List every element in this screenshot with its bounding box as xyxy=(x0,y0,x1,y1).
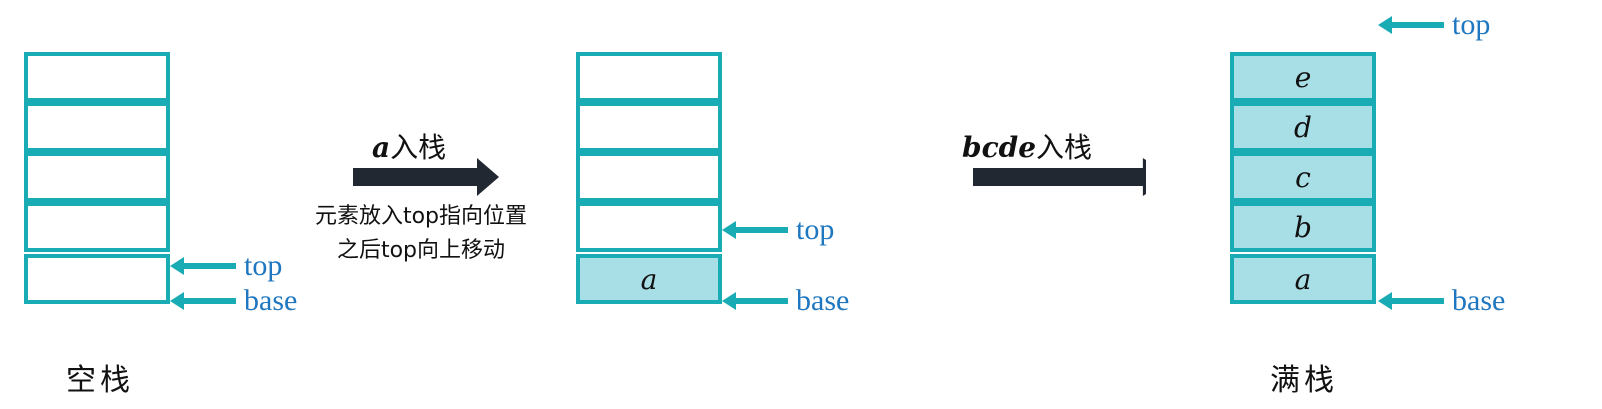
push-bcde-suffix: 入栈 xyxy=(1036,131,1093,164)
empty-stack xyxy=(24,52,170,304)
stack-cell: e xyxy=(1230,52,1376,102)
right-arrow-icon xyxy=(353,158,499,196)
base-pointer-label: base xyxy=(1452,284,1506,317)
push-note: 元素放入top指向位置 之后top向上移动 xyxy=(286,200,556,268)
empty-stack-caption: 空栈 xyxy=(66,363,134,398)
push-bcde-label: bcde入栈 xyxy=(962,126,1092,166)
stack-cell xyxy=(576,102,722,152)
push-a-symbol: a xyxy=(372,131,391,164)
stack-cell xyxy=(576,52,722,102)
base-pointer-label: base xyxy=(244,284,298,317)
base-pointer-label: base xyxy=(796,284,850,317)
left-arrow-icon xyxy=(722,292,788,310)
stack-cell xyxy=(24,202,170,252)
top-pointer: top xyxy=(170,249,283,282)
stack-cell: c xyxy=(1230,152,1376,202)
stack-cell xyxy=(24,102,170,152)
left-arrow-icon xyxy=(170,257,236,275)
top-pointer: top xyxy=(1378,8,1491,41)
stack-cell xyxy=(24,52,170,102)
top-pointer: top xyxy=(722,213,835,246)
left-arrow-icon xyxy=(1378,16,1444,34)
stack-cell xyxy=(576,202,722,252)
push-bcde-symbol: bcde xyxy=(962,131,1037,164)
full-stack: e d c b a xyxy=(1230,52,1376,304)
stack-cell: a xyxy=(576,254,722,304)
base-pointer: base xyxy=(170,284,298,317)
stack-cell xyxy=(24,152,170,202)
left-arrow-icon xyxy=(722,221,788,239)
push-a-label: a入栈 xyxy=(372,126,446,166)
one-element-stack: a xyxy=(576,52,722,304)
top-pointer-label: top xyxy=(244,249,283,282)
base-pointer: base xyxy=(722,284,850,317)
stack-cell: a xyxy=(1230,254,1376,304)
full-stack-caption: 满栈 xyxy=(1270,363,1338,398)
top-pointer-label: top xyxy=(1452,8,1491,41)
left-arrow-icon xyxy=(1378,292,1444,310)
stack-cell xyxy=(24,254,170,304)
push-note-line2: 之后top向上移动 xyxy=(336,238,506,263)
stack-cell: b xyxy=(1230,202,1376,252)
right-arrow-icon xyxy=(973,158,1146,196)
push-a-suffix: 入栈 xyxy=(390,131,447,164)
stack-cell: d xyxy=(1230,102,1376,152)
top-pointer-label: top xyxy=(796,213,835,246)
push-note-line1: 元素放入top指向位置 xyxy=(314,204,528,229)
stack-cell xyxy=(576,152,722,202)
left-arrow-icon xyxy=(170,292,236,310)
base-pointer: base xyxy=(1378,284,1506,317)
